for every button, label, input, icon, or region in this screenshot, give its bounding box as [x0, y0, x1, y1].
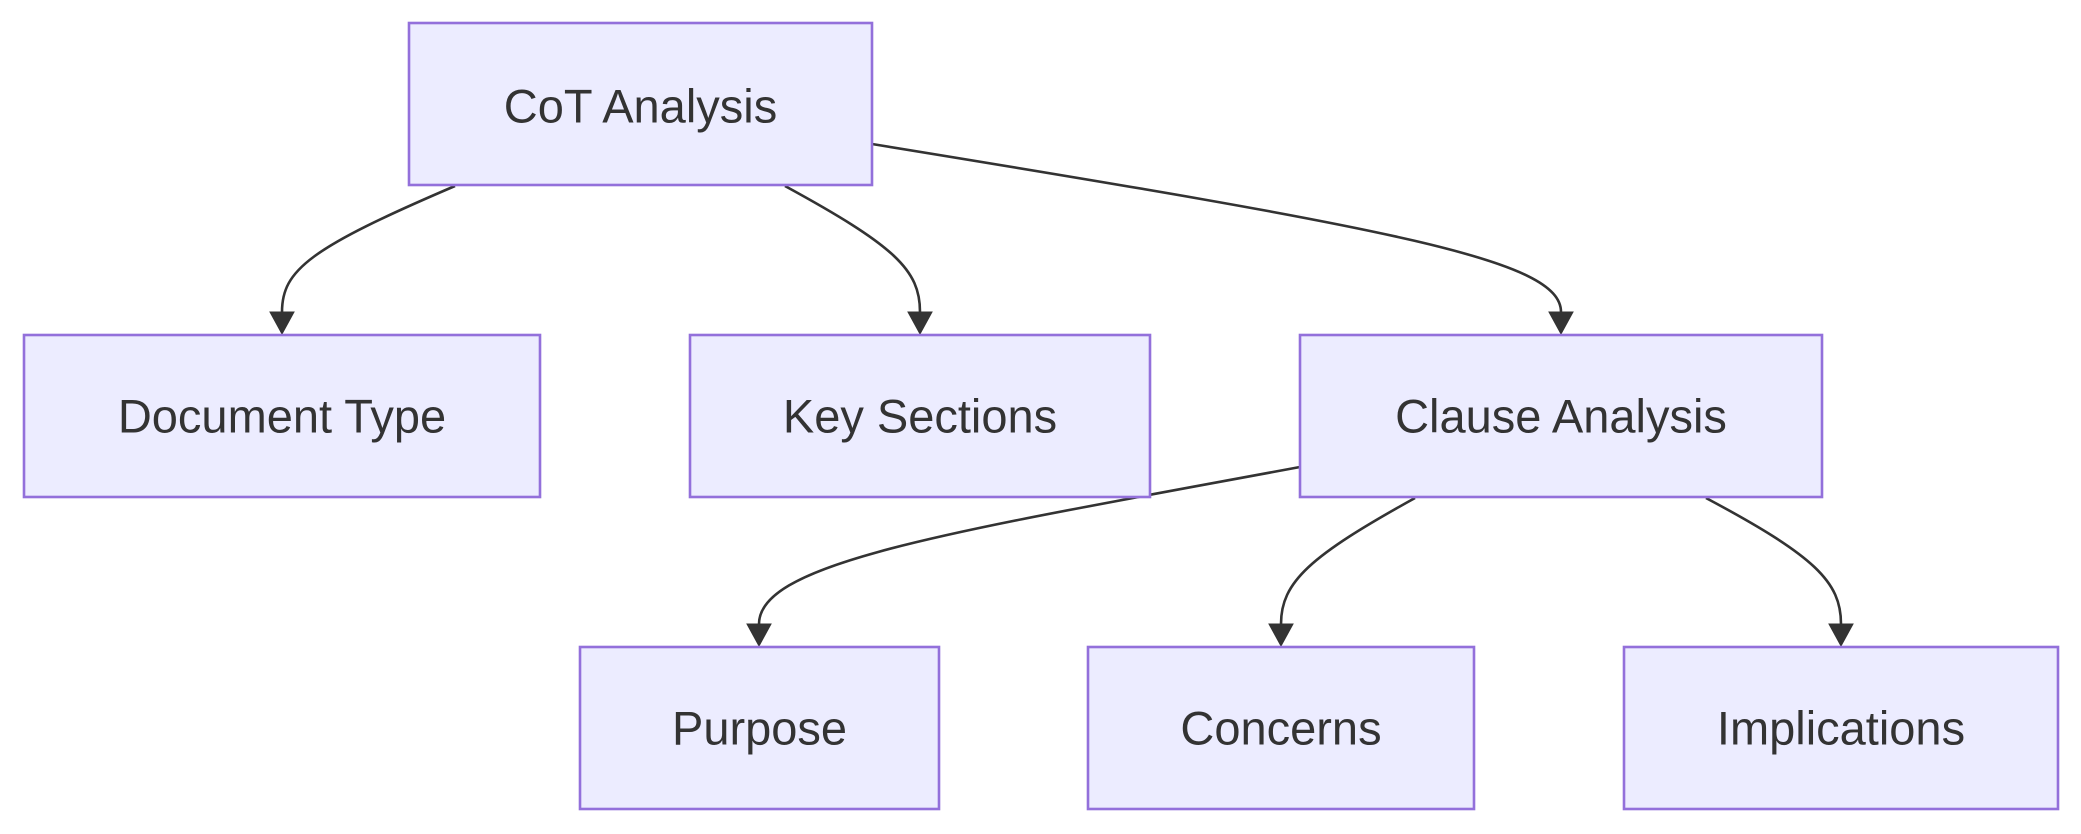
node-key-sections: Key Sections — [688, 333, 1152, 499]
arrowhead-clause-analysis — [1548, 311, 1574, 336]
arrowhead-key-sections — [907, 311, 933, 336]
node-clause-analysis: Clause Analysis — [1298, 333, 1824, 499]
node-label-concerns: Concerns — [1180, 702, 1381, 755]
node-label-implications: Implications — [1717, 702, 1965, 755]
node-label-clause-analysis: Clause Analysis — [1395, 390, 1727, 443]
edge-clause-analysis-to-implications — [1705, 496, 1843, 625]
edges — [269, 142, 1854, 648]
node-purpose: Purpose — [578, 645, 941, 811]
node-label-document-type: Document Type — [118, 390, 446, 443]
node-implications: Implications — [1622, 645, 2060, 811]
node-label-cot-analysis: CoT Analysis — [504, 80, 777, 133]
node-concerns: Concerns — [1086, 645, 1476, 811]
edge-clause-analysis-to-purpose — [757, 465, 1301, 625]
edge-cot-analysis-to-document-type — [280, 184, 456, 313]
node-document-type: Document Type — [22, 333, 542, 499]
node-label-purpose: Purpose — [672, 702, 847, 755]
arrowhead-purpose — [746, 623, 772, 648]
node-label-key-sections: Key Sections — [783, 390, 1057, 443]
arrowhead-concerns — [1268, 623, 1294, 648]
arrowhead-document-type — [269, 311, 295, 336]
edge-clause-analysis-to-concerns — [1279, 496, 1416, 625]
arrowhead-implications — [1828, 623, 1854, 648]
edge-cot-analysis-to-clause-analysis — [871, 142, 1563, 313]
node-cot-analysis: CoT Analysis — [407, 21, 874, 187]
edge-cot-analysis-to-key-sections — [784, 184, 922, 313]
